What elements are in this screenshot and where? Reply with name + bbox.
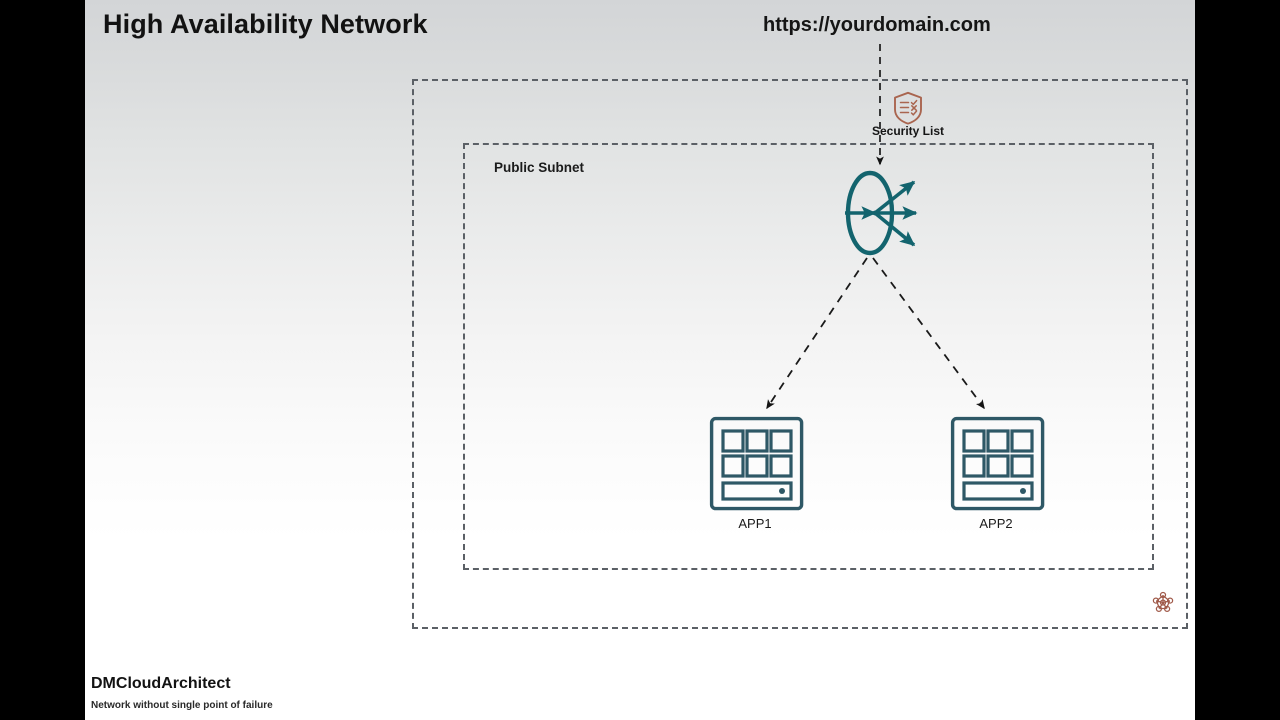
app1-label: APP1 xyxy=(738,516,772,531)
footer-brand-title: DMCloudArchitect xyxy=(91,675,231,692)
letterbox-bar-left xyxy=(0,0,85,720)
footer-subtitle: Network without single point of failure xyxy=(91,700,273,711)
public-subnet-label: Public Subnet xyxy=(494,160,585,175)
security-list-label: Security List xyxy=(871,124,945,138)
public-subnet-boundary xyxy=(463,143,1154,570)
vcn-boundary xyxy=(412,79,1188,629)
slide-canvas: High Availability Network https://yourdo… xyxy=(85,0,1195,720)
letterbox-bar-right xyxy=(1195,0,1280,720)
app2-label: APP2 xyxy=(979,516,1013,531)
domain-url-label: https://yourdomain.com xyxy=(763,14,991,36)
page-title: High Availability Network xyxy=(103,9,428,39)
